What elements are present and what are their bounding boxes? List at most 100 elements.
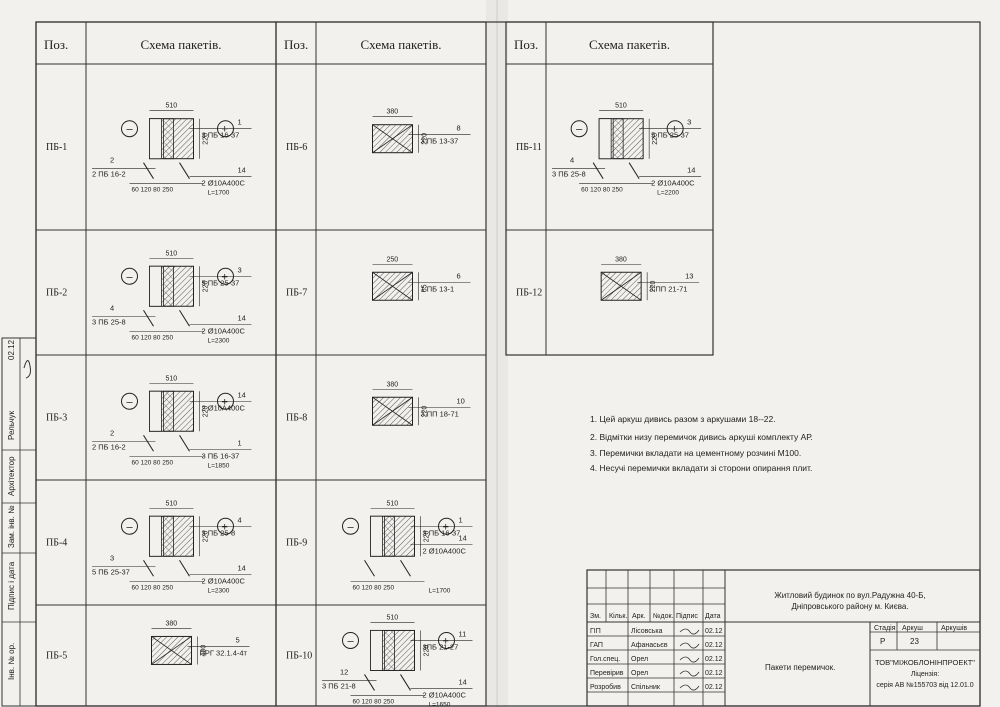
staff-role: Гол.спец. bbox=[590, 656, 620, 663]
rebar-length: L=2300 bbox=[208, 587, 230, 594]
header-position: Поз. bbox=[284, 37, 308, 52]
bottom-dimensions: 60 120 80 250 bbox=[132, 334, 174, 341]
minus-sign-glyph: – bbox=[576, 124, 583, 136]
callout-text: 2 Ø10А400С bbox=[202, 403, 246, 412]
callout-text: 2 ПБ 16-2 bbox=[92, 442, 126, 451]
callout-number: 14 bbox=[238, 313, 246, 322]
rebar-length: L=1650 bbox=[429, 701, 451, 707]
callout-text: 2 Ø10А400С bbox=[423, 690, 467, 699]
row-position: ПБ-7 bbox=[286, 288, 307, 299]
row-position: ПБ-2 bbox=[46, 288, 67, 299]
dimension-height: 220 bbox=[203, 280, 210, 292]
dimension-height: 220 bbox=[424, 645, 431, 657]
bottom-dimensions: 60 120 80 250 bbox=[132, 187, 174, 194]
bottom-dimensions: 60 120 80 250 bbox=[132, 584, 174, 591]
lintel-beam bbox=[370, 515, 383, 557]
minus-sign-icon bbox=[121, 267, 138, 285]
insulation-layer bbox=[163, 515, 174, 557]
callout-number: 2 bbox=[110, 428, 114, 437]
col-header-sheet: Арк. bbox=[632, 613, 646, 620]
callout-text: 2 Ø10А400С bbox=[423, 546, 467, 555]
insulation-layer bbox=[612, 118, 624, 160]
dimension-height: 220 bbox=[652, 133, 659, 145]
col-header-date: Дата bbox=[705, 613, 721, 620]
note-1: 1. Цей аркуш дивись разом з аркушами 18-… bbox=[590, 414, 776, 424]
row-position: ПБ-6 bbox=[286, 142, 307, 153]
insulation-layer bbox=[163, 118, 174, 160]
bottom-dimensions: 60 120 80 250 bbox=[132, 459, 174, 466]
signature-mark bbox=[23, 360, 31, 379]
staff-name: Спільник bbox=[631, 683, 661, 691]
callout-text: 3 ПП 18-71 bbox=[421, 409, 459, 418]
staff-name: Афанасьєв bbox=[631, 642, 668, 649]
callout-number: 14 bbox=[238, 166, 246, 175]
staff-date: 02.12 bbox=[705, 628, 723, 635]
header-scheme: Схема пакетів. bbox=[361, 37, 442, 52]
staff-role: Розробив bbox=[590, 683, 621, 691]
lintel-beam bbox=[598, 118, 612, 160]
staff-date: 02.12 bbox=[705, 656, 723, 663]
col-header-change: Зм. bbox=[590, 613, 601, 620]
callout-text: 3 ПБ 13-37 bbox=[421, 137, 459, 146]
plus-sign-glyph: + bbox=[222, 271, 228, 283]
stage-value: Р bbox=[880, 637, 885, 646]
staff-name: Орел bbox=[631, 670, 648, 677]
break-line bbox=[400, 674, 411, 691]
staff-role: ГІП bbox=[590, 628, 601, 635]
notes: 1. Цей аркуш дивись разом з аркушами 18-… bbox=[590, 414, 813, 473]
callout-number: 14 bbox=[238, 390, 246, 399]
plus-sign-glyph: + bbox=[671, 124, 677, 136]
staff-name: Лісовська bbox=[631, 627, 663, 635]
break-line bbox=[179, 559, 190, 577]
row-position: ПБ-9 bbox=[286, 538, 307, 549]
dimension-width: 250 bbox=[387, 256, 399, 263]
callout-number: 8 bbox=[457, 124, 461, 133]
dimension-height: 220 bbox=[203, 405, 210, 417]
callout-text: 3 ПБ 16-37 bbox=[202, 131, 240, 140]
minus-sign-icon bbox=[121, 517, 138, 535]
row-position: ПБ-3 bbox=[46, 413, 67, 424]
dimension-height: 220 bbox=[424, 530, 431, 542]
note-2: 2. Відмітки низу перемичок дивись аркуші… bbox=[590, 432, 813, 442]
minus-sign-glyph: – bbox=[348, 521, 355, 533]
break-line bbox=[592, 162, 604, 179]
sheet-header: Аркуш bbox=[902, 625, 923, 632]
sheets-header: Аркушів bbox=[941, 624, 967, 632]
row-position: ПБ-1 bbox=[46, 142, 67, 153]
rebar-length: L=1700 bbox=[208, 190, 230, 197]
callout-text: 3 ПБ 25-8 bbox=[552, 170, 586, 179]
dimension-height: 220 bbox=[422, 133, 429, 145]
callout-text: 3 ПБ 25-8 bbox=[202, 528, 236, 537]
project-name-line1: Житловий будинок по вул.Радужна 40-Б, bbox=[774, 591, 925, 600]
plus-sign-glyph: + bbox=[222, 521, 228, 533]
row-position: ПБ-8 bbox=[286, 413, 307, 424]
callout-text: 3 ПБ 16-37 bbox=[202, 451, 240, 460]
company-license-label: Ліцензія: bbox=[911, 670, 939, 678]
dimension-width: 510 bbox=[166, 500, 178, 507]
row-position: ПБ-4 bbox=[46, 538, 67, 549]
callout-number: 14 bbox=[238, 563, 246, 572]
break-line bbox=[364, 559, 375, 577]
callout-number: 4 bbox=[570, 156, 574, 165]
callout-text: 2 Ø10А400С bbox=[202, 576, 246, 585]
break-line bbox=[400, 559, 411, 577]
side-stamp-date: 02.12 bbox=[7, 339, 16, 360]
side-stamp-name: Рельчук bbox=[7, 410, 16, 440]
callout-text: ПРГ 32.1.4-4т bbox=[200, 648, 248, 657]
callout-number: 3 bbox=[110, 553, 114, 562]
minus-sign-icon bbox=[342, 517, 359, 535]
project-name-line2: Дніпровського району м. Києва. bbox=[791, 602, 908, 611]
side-stamp-architect: Архітектор bbox=[7, 456, 16, 496]
staff-date: 02.12 bbox=[705, 642, 723, 649]
dimension-width: 510 bbox=[166, 250, 178, 257]
dimension-width: 510 bbox=[387, 614, 399, 621]
